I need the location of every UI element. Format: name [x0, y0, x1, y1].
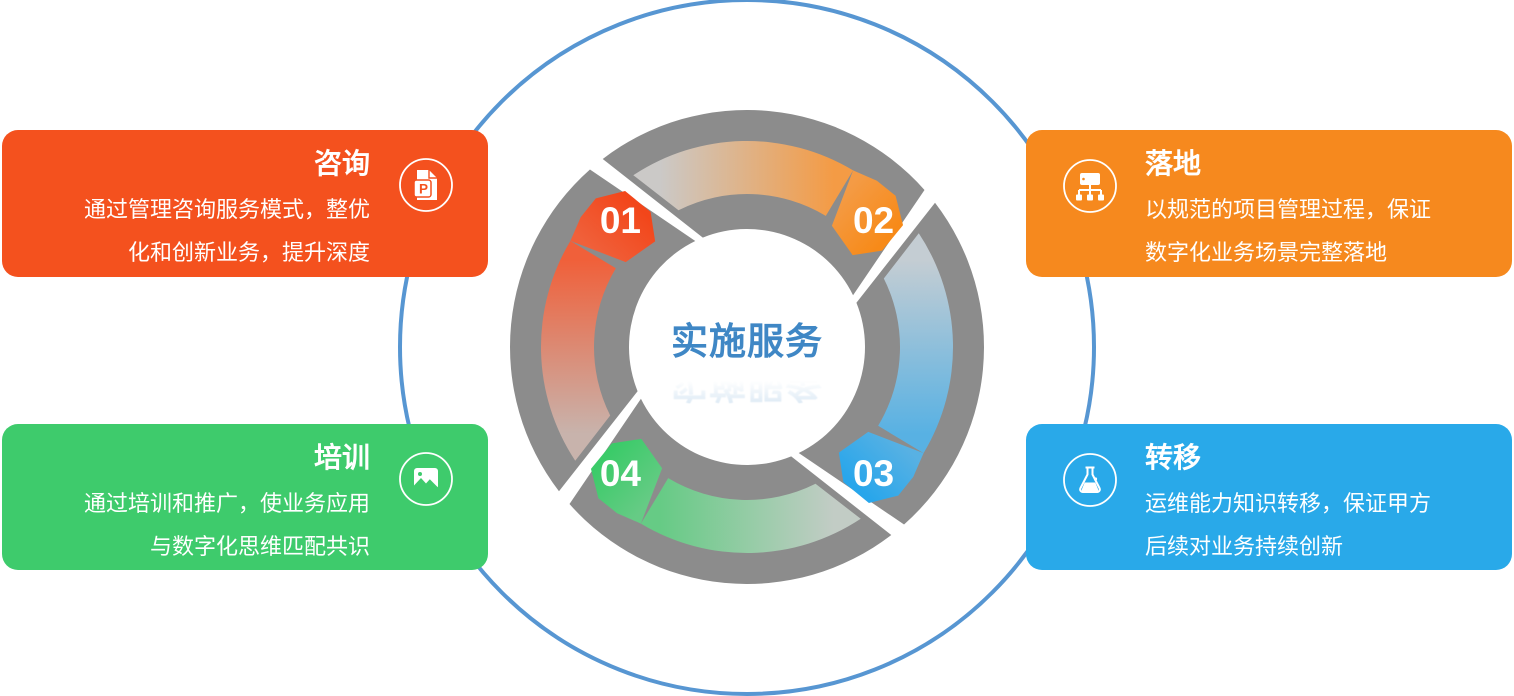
presentation-doc-icon: P — [398, 157, 454, 213]
ring-tail-arc — [878, 233, 954, 454]
card-title: 咨询 — [313, 148, 370, 179]
card-title: 转移 — [1145, 442, 1202, 473]
card-body: 运维能力知识转移，保证甲方 后续对业务持续创新 — [1145, 482, 1482, 568]
card-landing: 落地 以规范的项目管理过程，保证 数字化业务场景完整落地 — [1026, 130, 1512, 277]
card-consulting: 咨询 通过管理咨询服务模式，整优 化和创新业务，提升深度 P — [2, 130, 488, 277]
center-label-wrap: 实施服务 实施服务 — [597, 321, 897, 405]
ring-tail-arc — [633, 140, 854, 216]
card-line: 与数字化思维匹配共识 — [149, 534, 370, 559]
card-training: 培训 通过培训和推广，使业务应用 与数字化思维匹配共识 — [2, 424, 488, 570]
step-number-label: 04 — [600, 453, 642, 494]
flask-icon — [1062, 452, 1118, 508]
process-ring: 01 02 03 04 — [510, 110, 984, 584]
center-title: 实施服务 — [671, 321, 823, 362]
card-line: 通过管理咨询服务模式，整优 — [83, 197, 370, 222]
step-number-label: 01 — [600, 200, 641, 241]
ring-step-wedge — [838, 431, 924, 504]
card-body: 通过管理咨询服务模式，整优 化和创新业务，提升深度 — [42, 188, 370, 274]
card-line: 通过培训和推广，使业务应用 — [83, 491, 370, 516]
card-line: 运维能力知识转移，保证甲方 — [1145, 491, 1432, 516]
card-line: 数字化业务场景完整落地 — [1145, 240, 1388, 265]
step-number-label: 02 — [853, 200, 894, 241]
card-body: 通过培训和推广，使业务应用 与数字化思维匹配共识 — [42, 482, 370, 568]
card-body: 以规范的项目管理过程，保证 数字化业务场景完整落地 — [1145, 188, 1482, 274]
image-icon — [398, 451, 454, 507]
card-line: 后续对业务持续创新 — [1145, 534, 1344, 559]
center-disc — [631, 231, 863, 463]
center-title-reflection: 实施服务 — [671, 363, 823, 405]
ring-tail-arc — [540, 240, 616, 461]
ring-step-wedge — [570, 190, 656, 263]
card-transfer: 转移 运维能力知识转移，保证甲方 后续对业务持续创新 — [1026, 424, 1512, 570]
ring-step-wedge — [831, 170, 904, 256]
card-line: 以规范的项目管理过程，保证 — [1145, 197, 1432, 222]
sitemap-icon — [1062, 158, 1118, 214]
ring-tail-arc — [640, 478, 861, 554]
outer-orbit-circle — [398, 0, 1096, 696]
card-title: 落地 — [1145, 148, 1202, 179]
icon-letter: P — [419, 182, 428, 197]
card-line: 化和创新业务，提升深度 — [127, 240, 370, 265]
ring-step-wedge — [590, 438, 663, 524]
step-number-label: 03 — [853, 453, 894, 494]
card-title: 培训 — [313, 442, 370, 473]
